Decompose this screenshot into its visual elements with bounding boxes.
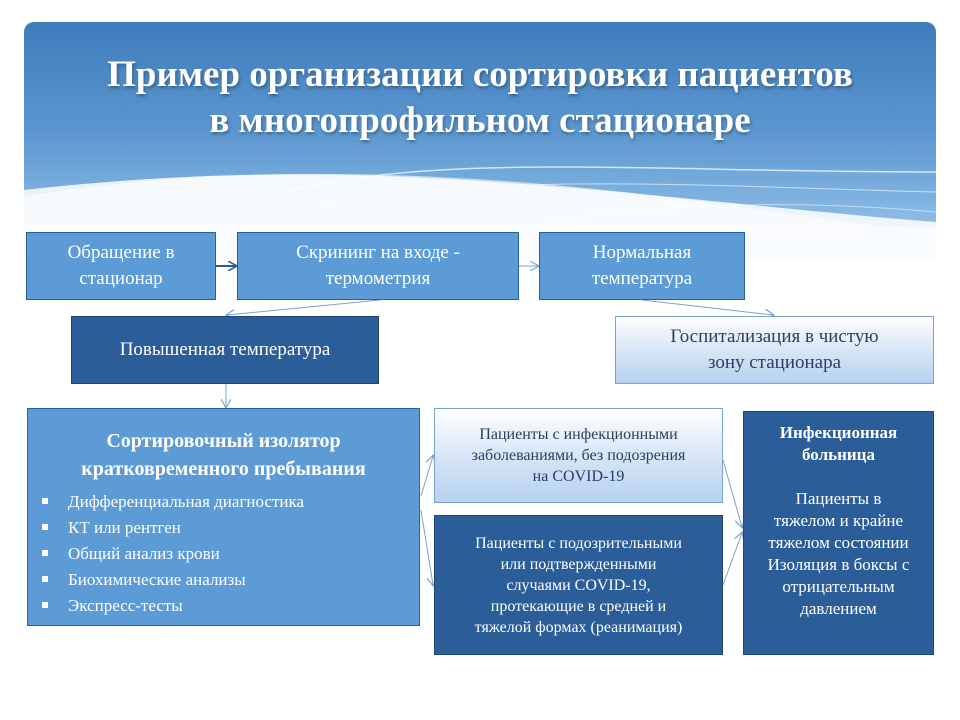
box-appeal-line-1: Обращение в <box>67 242 175 263</box>
arrow-isolator-to-no-covid <box>420 456 433 497</box>
infectious-line-1: Пациенты в <box>795 489 882 508</box>
square-bullet-icon <box>42 602 48 608</box>
box-covid-line-4: протекающие в средней и <box>490 597 667 615</box>
box-screening-line-2: термометрия <box>325 268 431 289</box>
list-item-label: Биохимические анализы <box>68 570 246 589</box>
box-appeal-line-2: стационар <box>79 268 163 289</box>
list-item: КТ или рентген <box>38 515 409 541</box>
isolator-title-line-1: Сортировочный изолятор <box>106 430 341 452</box>
box-screening-line-1: Скрининг на входе - <box>296 242 460 263</box>
infectious-hospital-title: Инфекционная больница <box>744 422 933 466</box>
isolator-title: Сортировочный изолятор кратковременного … <box>38 427 409 483</box>
box-covid-line-3: случаями COVID-19, <box>506 576 651 594</box>
box-infectious-hospital: Инфекционная больница Пациенты в тяжелом… <box>743 411 934 655</box>
box-hosp-line-2: зону стационара <box>707 352 842 373</box>
infectious-line-5: отрицательным <box>782 577 895 596</box>
infectious-title-line-1: Инфекционная <box>779 423 898 442</box>
box-sorting-isolator: Сортировочный изолятор кратковременного … <box>27 408 420 626</box>
box-suspected-confirmed-covid: Пациенты с подозрительными или подтвержд… <box>434 515 723 655</box>
list-item: Биохимические анализы <box>38 567 409 593</box>
box-covid-line-1: Пациенты с подозрительными <box>475 534 682 552</box>
square-bullet-icon <box>42 550 48 556</box>
arrow-normal-to-hospitalization <box>641 299 773 315</box>
square-bullet-icon <box>42 498 48 504</box>
title-line-2: в многопрофильном стационаре <box>209 100 751 141</box>
box-no-covid-line-1: Пациенты с инфекционными <box>479 426 678 443</box>
box-no-covid-line-2: заболеваниями, без подозрения <box>471 447 686 464</box>
box-covid-line-2: или подтвержденными <box>500 555 657 573</box>
infectious-line-4: Изоляция в боксы с <box>767 555 910 574</box>
box-no-covid-line-3: на COVID-19 <box>532 468 625 485</box>
list-item: Дифференциальная диагностика <box>38 489 409 515</box>
box-appeal-to-hospital: Обращение в стационар <box>26 232 216 300</box>
arrow-no-covid-to-infectious <box>722 459 742 527</box>
isolator-title-line-2: кратковременного пребывания <box>81 458 366 480</box>
box-covid-line-5: тяжелой формах (реанимация) <box>474 618 683 636</box>
list-item-label: КТ или рентген <box>68 518 181 537</box>
box-infectious-no-covid: Пациенты с инфекционными заболеваниями, … <box>434 408 723 503</box>
isolator-procedure-list: Дифференциальная диагностика КТ или рент… <box>38 489 409 619</box>
box-entry-screening: Скрининг на входе - термометрия <box>237 232 519 300</box>
box-hosp-line-1: Госпитализация в чистую <box>670 326 879 347</box>
infectious-hospital-description: Пациенты в тяжелом и крайне тяжелом сост… <box>744 488 933 620</box>
list-item-label: Экспресс-тесты <box>68 596 183 615</box>
arrow-covid-to-infectious <box>722 533 742 586</box>
box-normal-line-1: Нормальная <box>592 242 692 263</box>
infectious-title-line-2: больница <box>802 445 875 464</box>
box-elevated-temperature: Повышенная температура <box>71 316 379 384</box>
infectious-line-3: тяжелом состоянии <box>768 533 909 552</box>
box-normal-temperature: Нормальная температура <box>539 232 745 300</box>
title-line-1: Пример организации сортировки пациентов <box>107 54 853 95</box>
arrow-isolator-to-covid <box>420 509 433 585</box>
square-bullet-icon <box>42 524 48 530</box>
list-item: Экспресс-тесты <box>38 593 409 619</box>
box-clean-zone-hospitalization: Госпитализация в чистую зону стационара <box>615 316 934 384</box>
list-item: Общий анализ крови <box>38 541 409 567</box>
list-item-label: Общий анализ крови <box>68 544 220 563</box>
square-bullet-icon <box>42 576 48 582</box>
box-normal-line-2: температура <box>591 268 693 289</box>
arrow-screening-to-fever <box>227 299 381 315</box>
page-title: Пример организации сортировки пациентов … <box>24 52 936 144</box>
infectious-line-6: давлением <box>800 599 877 618</box>
list-item-label: Дифференциальная диагностика <box>68 492 305 511</box>
box-fever-text: Повышенная температура <box>119 339 331 360</box>
infectious-line-2: тяжелом и крайне <box>773 511 904 530</box>
